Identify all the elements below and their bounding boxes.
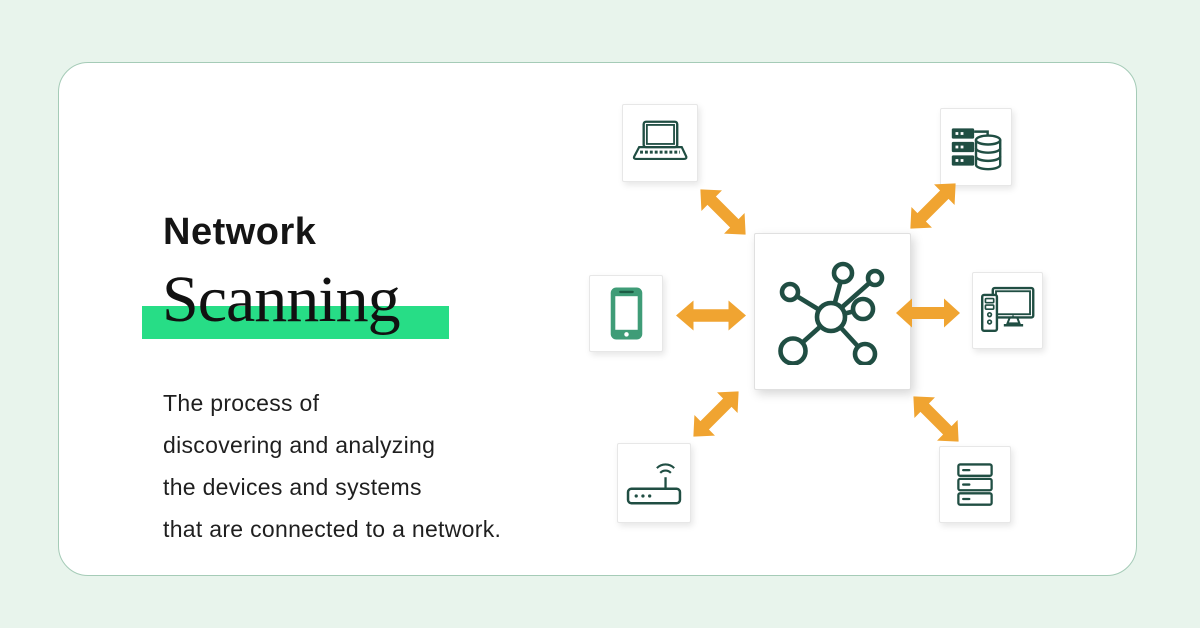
device-box-database bbox=[940, 108, 1012, 186]
connector-middle-right bbox=[896, 298, 960, 328]
double-headed-arrow-icon bbox=[896, 298, 960, 328]
title-highlight-bar bbox=[142, 306, 449, 339]
description-line: The process of bbox=[163, 390, 320, 416]
double-headed-arrow-icon bbox=[693, 391, 739, 437]
double-headed-arrow-icon bbox=[910, 183, 956, 229]
description-line: discovering and analyzing bbox=[163, 432, 436, 458]
network-hub-icon bbox=[777, 261, 884, 365]
title-line2: Scanning bbox=[162, 263, 401, 336]
title-line1: Network bbox=[163, 211, 317, 253]
hub-box bbox=[754, 233, 911, 390]
wireless-router-icon bbox=[626, 463, 682, 505]
connector-top-right bbox=[900, 173, 966, 239]
double-headed-arrow-icon bbox=[913, 396, 959, 442]
description-line: that are connected to a network. bbox=[163, 516, 502, 542]
device-box-server-rack bbox=[939, 446, 1011, 523]
connector-bottom-left bbox=[683, 381, 749, 447]
connector-bottom-right bbox=[903, 386, 969, 452]
device-box-smartphone bbox=[589, 275, 663, 352]
double-headed-arrow-icon bbox=[676, 300, 746, 331]
server-rack-icon bbox=[957, 462, 993, 506]
double-headed-arrow-icon bbox=[700, 189, 746, 235]
device-box-desktop bbox=[972, 272, 1043, 349]
description-text: The process of discovering and analyzing… bbox=[163, 382, 643, 550]
device-box-laptop bbox=[622, 104, 698, 182]
smartphone-icon bbox=[610, 287, 642, 340]
database-server-icon bbox=[951, 128, 1002, 171]
device-box-router bbox=[617, 443, 691, 523]
connector-middle-left bbox=[676, 300, 746, 331]
desktop-computer-icon bbox=[981, 286, 1035, 332]
connector-top-left bbox=[690, 179, 756, 245]
laptop-icon bbox=[632, 120, 688, 160]
description-line: the devices and systems bbox=[163, 474, 422, 500]
